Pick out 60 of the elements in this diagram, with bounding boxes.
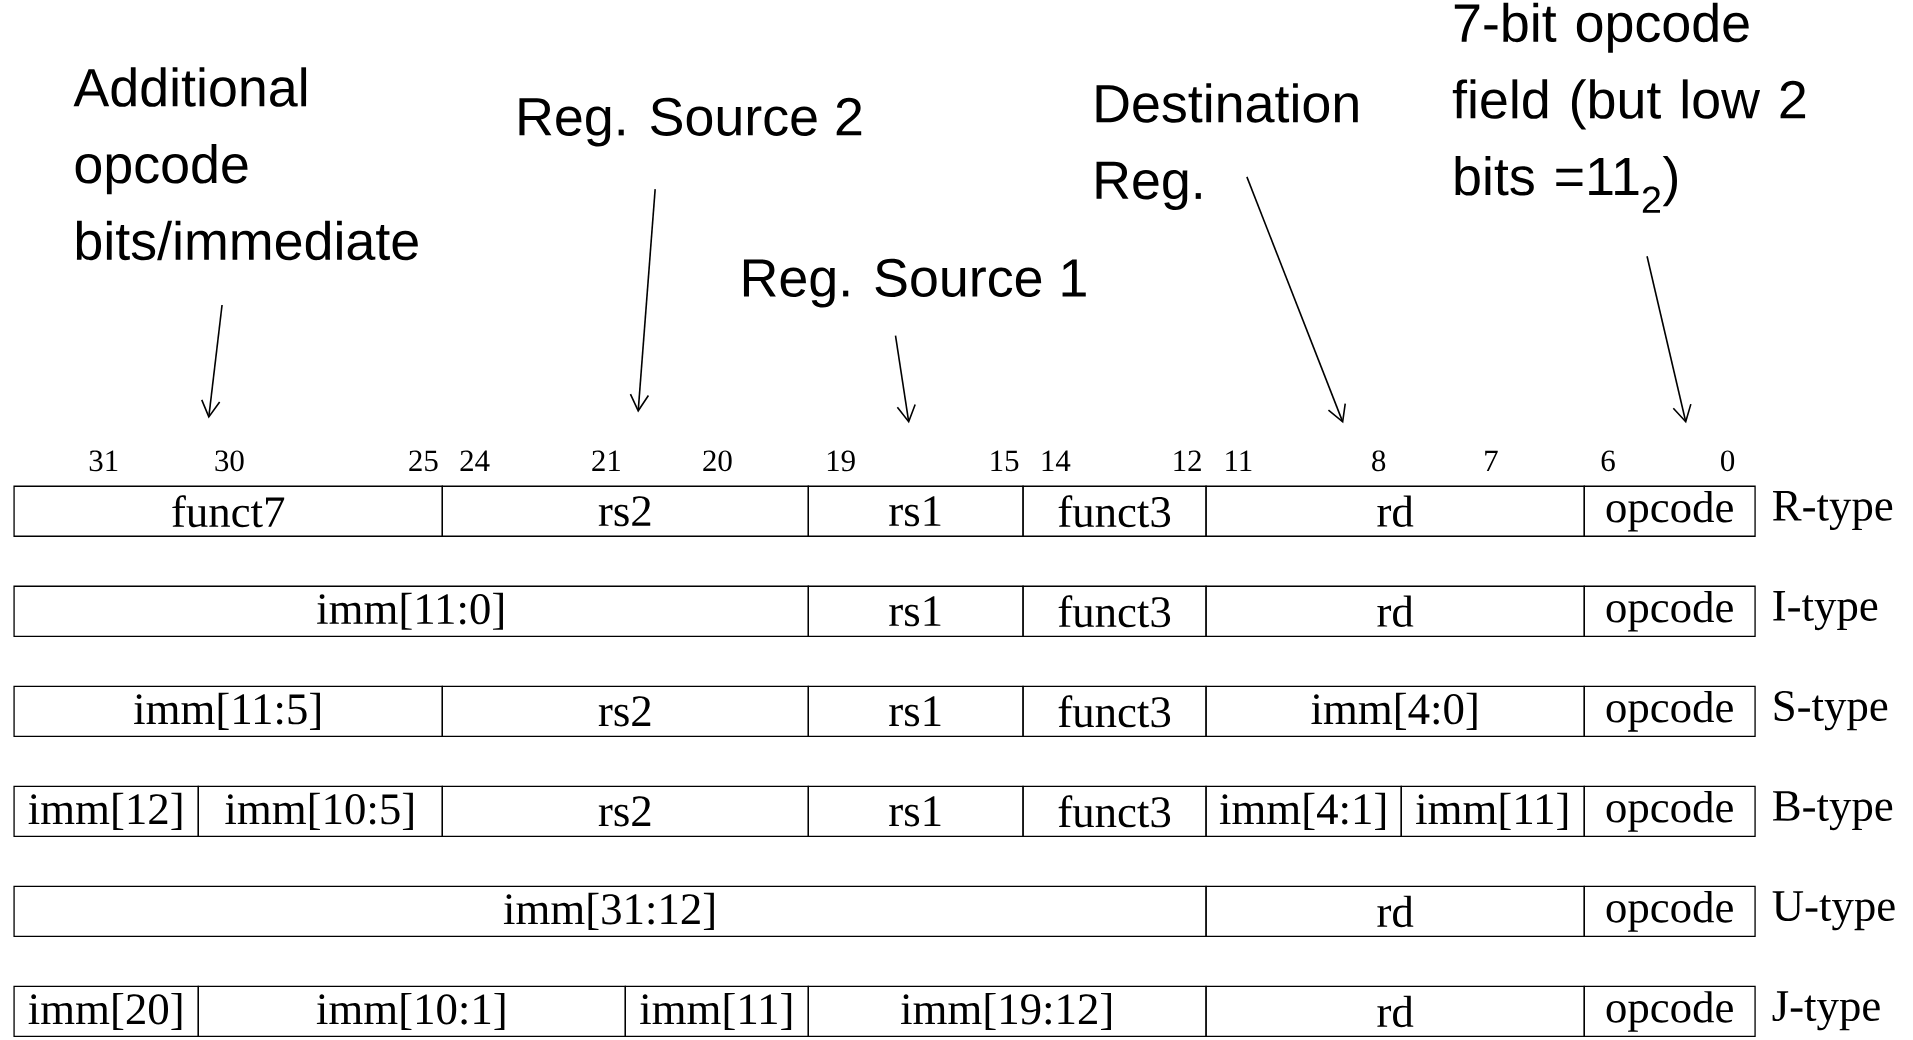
field-box: rd bbox=[1205, 885, 1585, 938]
field-box: imm[19:12] bbox=[807, 985, 1207, 1038]
bit-number: 11 bbox=[1226, 450, 1252, 471]
field-box: rd bbox=[1205, 985, 1585, 1038]
field-box: rd bbox=[1205, 585, 1585, 637]
bit-number: 14 bbox=[1042, 450, 1071, 471]
field-box: imm[4:1] bbox=[1205, 785, 1402, 838]
arrow bbox=[200, 304, 223, 419]
field-box: imm[20] bbox=[13, 985, 199, 1038]
field-box: imm[11:5] bbox=[13, 685, 443, 737]
field-box: rs2 bbox=[441, 785, 809, 838]
field-box: opcode bbox=[1583, 885, 1756, 938]
bit-number: 24 bbox=[460, 450, 490, 471]
annotation-label: 7-bit opcode field (but low 2 bits =11$_{2}$) bbox=[1452, 2, 1806, 213]
field-box: funct3 bbox=[1022, 785, 1207, 838]
field-box: rs2 bbox=[441, 485, 809, 537]
field-box: opcode bbox=[1583, 485, 1756, 537]
field-box: imm[31:12] bbox=[13, 885, 1207, 938]
field-box: imm[11] bbox=[624, 985, 809, 1038]
field-box: funct3 bbox=[1022, 685, 1207, 737]
bit-number: 7 bbox=[1485, 450, 1498, 471]
format-label: U-type bbox=[1772, 891, 1895, 931]
field-box: opcode bbox=[1583, 785, 1756, 838]
format-label: J-type bbox=[1772, 991, 1880, 1031]
bit-number: 25 bbox=[409, 450, 438, 472]
bit-number: 12 bbox=[1174, 450, 1201, 471]
field-box: rs1 bbox=[807, 785, 1024, 838]
field-box: rs2 bbox=[441, 685, 809, 737]
field-box: imm[11:0] bbox=[13, 585, 809, 637]
bit-number: 15 bbox=[991, 450, 1019, 472]
annotation-label: Reg. Source 2 bbox=[519, 97, 862, 147]
arrow bbox=[1646, 255, 1692, 424]
field-box: imm[12] bbox=[13, 785, 199, 838]
arrow bbox=[1246, 176, 1346, 424]
format-label: B-type bbox=[1773, 791, 1893, 831]
field-box: opcode bbox=[1583, 985, 1756, 1038]
format-label: I-type bbox=[1773, 591, 1878, 631]
field-box: funct3 bbox=[1022, 485, 1207, 537]
arrow bbox=[894, 334, 916, 424]
field-box: funct3 bbox=[1022, 585, 1207, 637]
arrow bbox=[629, 188, 656, 413]
field-box: imm[4:0] bbox=[1205, 685, 1585, 737]
field-box: imm[10:1] bbox=[197, 985, 626, 1038]
field-box: funct7 bbox=[13, 485, 443, 537]
field-box: rs1 bbox=[807, 485, 1024, 537]
annotation-label: Destination Reg. bbox=[1096, 83, 1358, 210]
field-box: imm[10:5] bbox=[197, 785, 443, 838]
field-box: opcode bbox=[1583, 585, 1756, 637]
annotation-label: Additional opcode bits/immediate bbox=[73, 67, 418, 261]
field-box: imm[11] bbox=[1400, 785, 1585, 838]
format-label: R-type bbox=[1773, 491, 1893, 531]
field-box: rs1 bbox=[807, 685, 1024, 737]
bit-number: 19 bbox=[827, 450, 855, 472]
format-label: S-type bbox=[1774, 691, 1888, 731]
bit-number: 6 bbox=[1601, 450, 1615, 472]
field-box: rd bbox=[1205, 485, 1585, 537]
bit-number: 20 bbox=[703, 450, 732, 472]
annotation-label: Reg. Source 1 bbox=[743, 258, 1086, 308]
field-box: opcode bbox=[1583, 685, 1756, 737]
field-box: rs1 bbox=[807, 585, 1024, 637]
